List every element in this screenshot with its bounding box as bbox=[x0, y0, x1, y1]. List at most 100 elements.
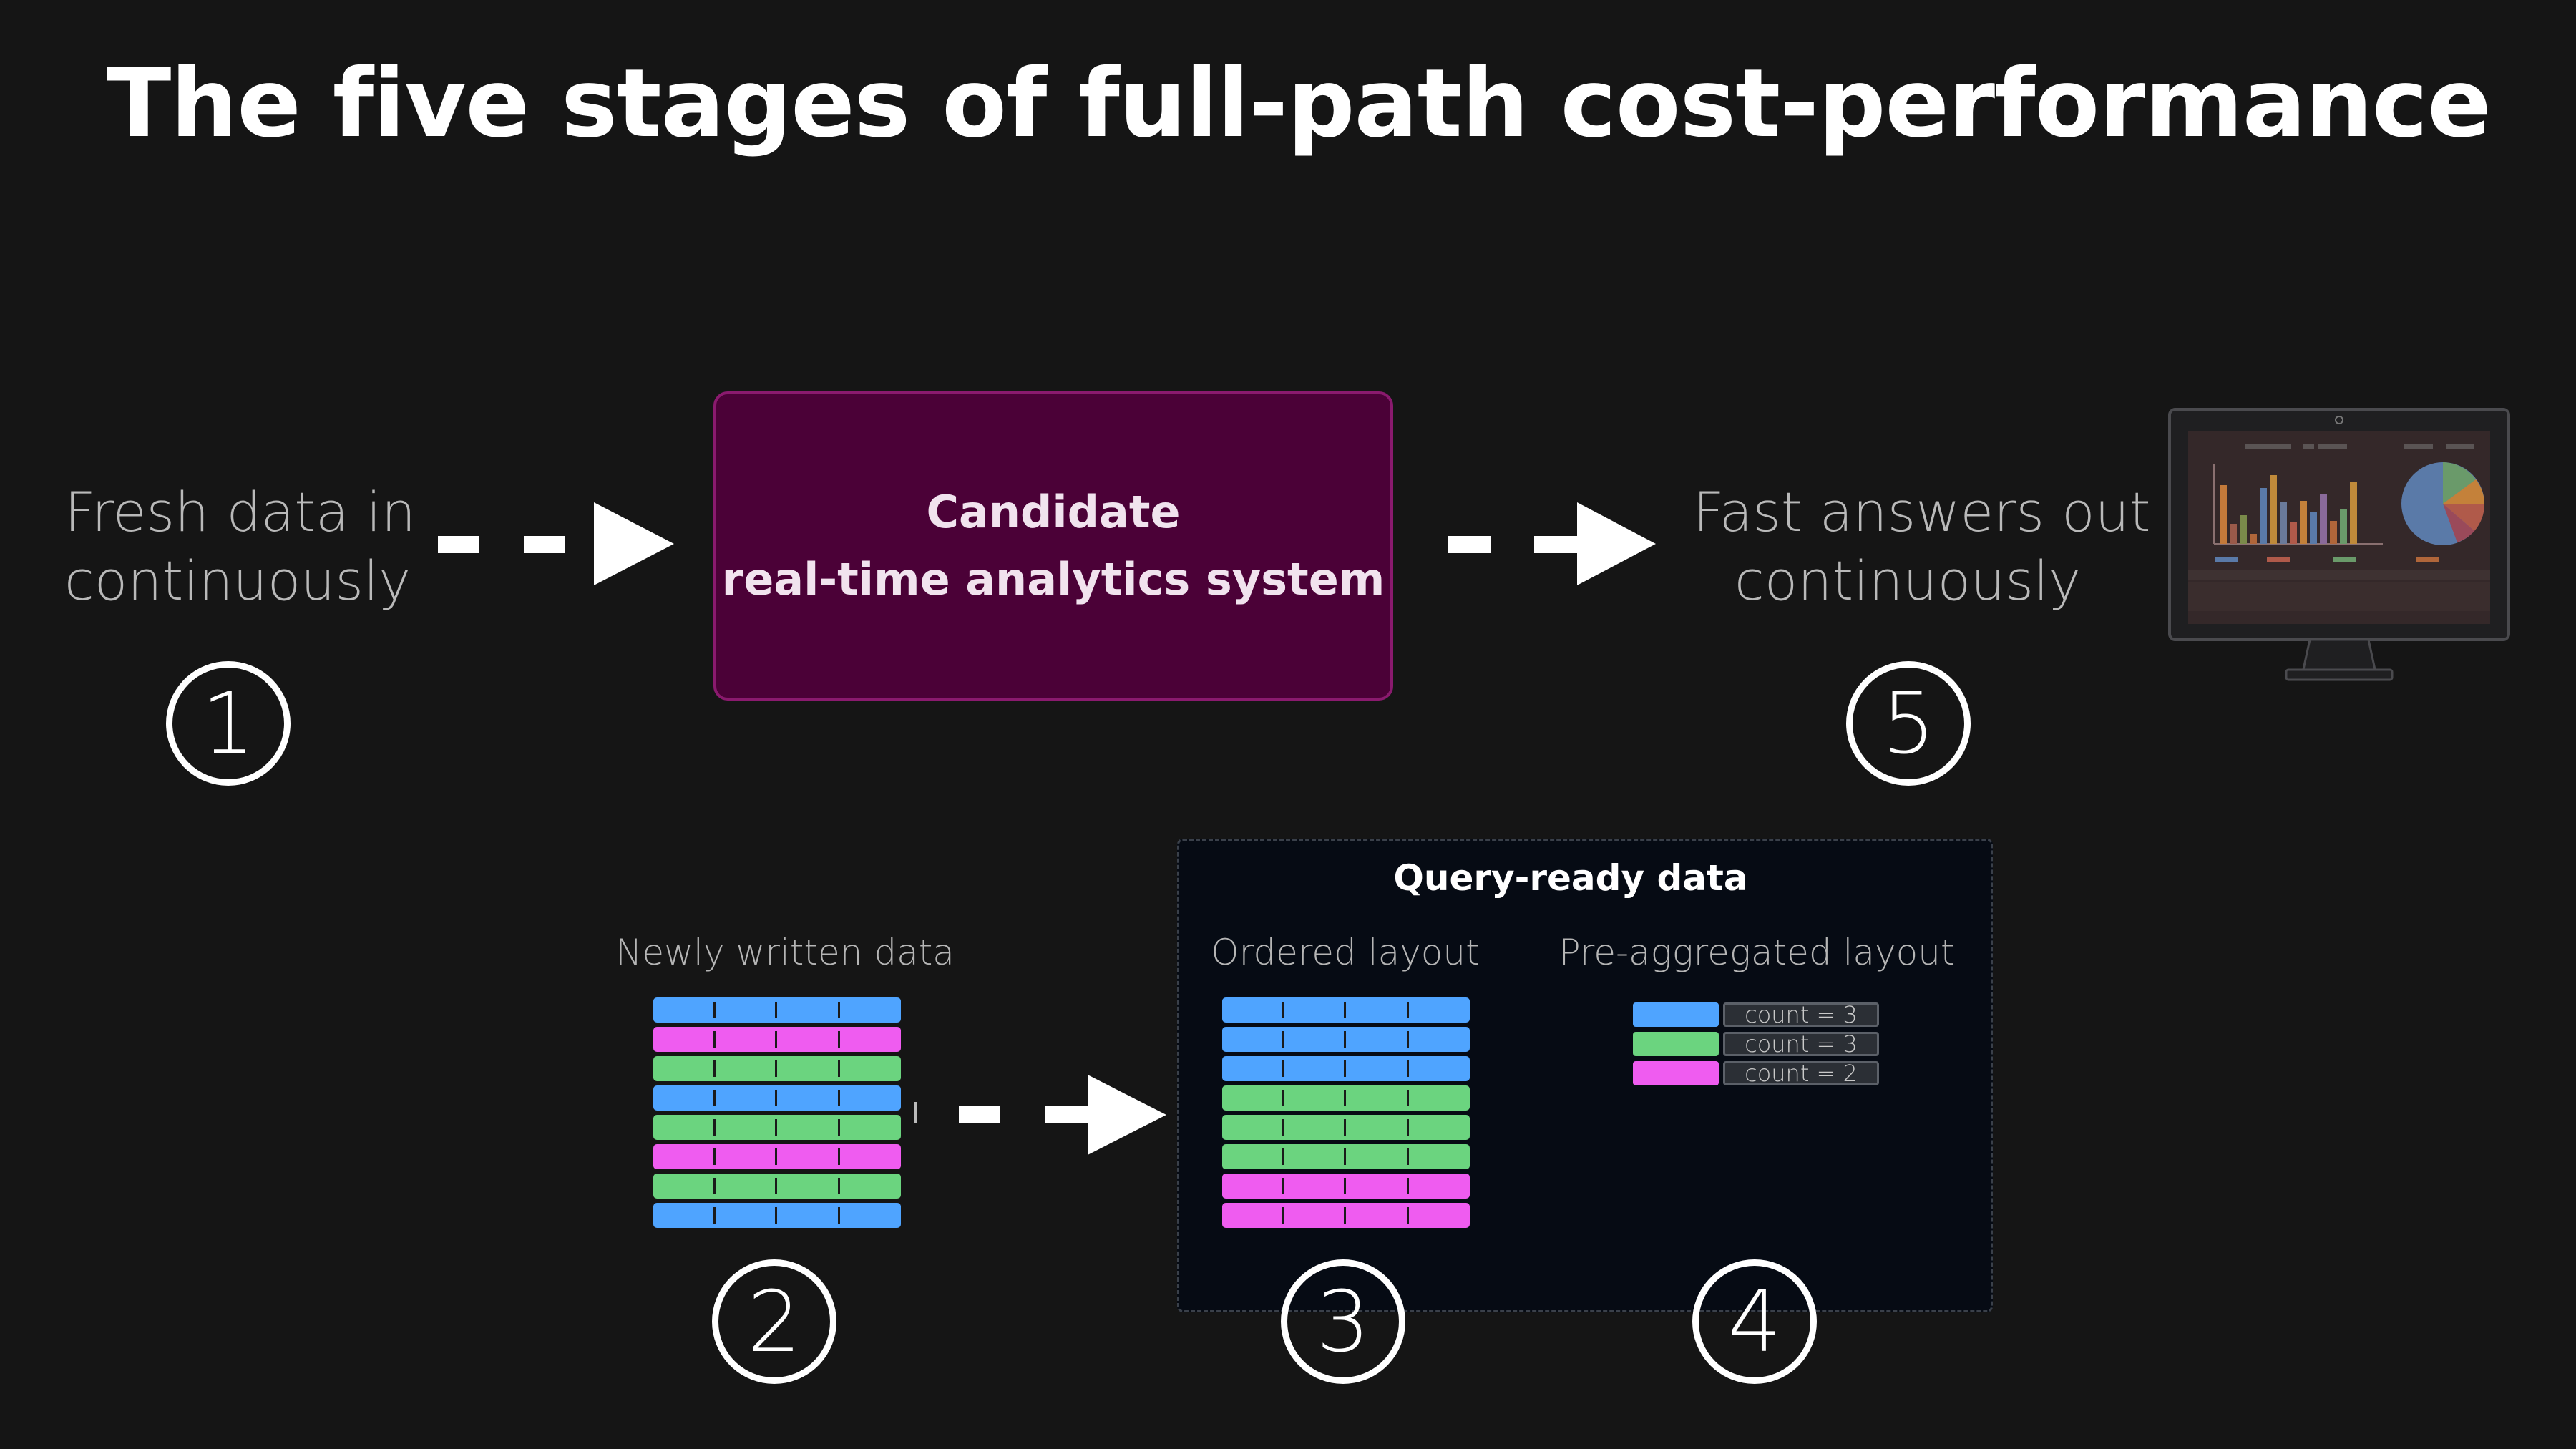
row-divider bbox=[1407, 1119, 1409, 1136]
stage2-label: Newly written data bbox=[615, 932, 955, 973]
data-row-green bbox=[1222, 1085, 1470, 1111]
row-divider bbox=[1344, 1207, 1346, 1224]
row-divider bbox=[1344, 1178, 1346, 1194]
system-line2: real-time analytics system bbox=[721, 553, 1385, 605]
data-row-magenta bbox=[653, 1144, 901, 1169]
row-divider bbox=[713, 1002, 716, 1018]
data-row-blue bbox=[1222, 1027, 1470, 1052]
row-divider bbox=[713, 1148, 716, 1165]
row-divider bbox=[713, 1207, 716, 1224]
row-divider bbox=[838, 1148, 840, 1165]
row-divider bbox=[1282, 1148, 1284, 1165]
stage1-text: Fresh data in continuously bbox=[64, 478, 416, 615]
aggregate-swatch-blue bbox=[1633, 1002, 1719, 1027]
row-divider bbox=[1282, 1119, 1284, 1136]
stage3-number: 3 bbox=[1281, 1259, 1405, 1384]
data-row-green bbox=[1222, 1115, 1470, 1140]
row-divider bbox=[713, 1031, 716, 1048]
data-row-blue bbox=[1222, 997, 1470, 1023]
aggregate-swatch-green bbox=[1633, 1032, 1719, 1056]
row-divider bbox=[713, 1060, 716, 1077]
stage1-line1: Fresh data in bbox=[64, 480, 416, 544]
row-divider bbox=[838, 1090, 840, 1106]
data-row-blue bbox=[653, 1085, 901, 1111]
row-divider bbox=[838, 1031, 840, 1048]
scroll-tick bbox=[914, 1102, 917, 1123]
row-divider bbox=[1407, 1060, 1409, 1077]
dashed-arrow-icon bbox=[959, 1075, 1166, 1155]
data-row-green bbox=[653, 1056, 901, 1081]
row-divider bbox=[713, 1090, 716, 1106]
dashboard-monitor-icon bbox=[2168, 408, 2510, 681]
row-divider bbox=[775, 1031, 777, 1048]
row-divider bbox=[1344, 1119, 1346, 1136]
data-row-blue bbox=[653, 997, 901, 1023]
dashed-arrow-icon bbox=[1448, 502, 1656, 585]
aggregate-count: count = 2 bbox=[1723, 1061, 1879, 1085]
stage5-text: Fast answers out continuously bbox=[1693, 478, 2151, 615]
row-divider bbox=[1282, 1178, 1284, 1194]
row-divider bbox=[1407, 1090, 1409, 1106]
preaggregated-layout-label: Pre-aggregated layout bbox=[1558, 932, 1955, 973]
data-row-green bbox=[653, 1174, 901, 1199]
data-row-magenta bbox=[1222, 1174, 1470, 1199]
aggregate-count: count = 3 bbox=[1723, 1032, 1879, 1056]
aggregate-row: count = 3 bbox=[1633, 1002, 1879, 1028]
row-divider bbox=[1407, 1207, 1409, 1224]
row-divider bbox=[1282, 1090, 1284, 1106]
data-row-green bbox=[653, 1115, 901, 1140]
row-divider bbox=[775, 1060, 777, 1077]
ordered-layout-label: Ordered layout bbox=[1211, 932, 1480, 973]
system-line1: Candidate bbox=[926, 486, 1181, 538]
row-divider bbox=[775, 1090, 777, 1106]
row-divider bbox=[1407, 1148, 1409, 1165]
row-divider bbox=[1407, 1178, 1409, 1194]
aggregate-row: count = 3 bbox=[1633, 1031, 1879, 1057]
page-title: The five stages of full-path cost-perfor… bbox=[107, 49, 2491, 159]
data-row-blue bbox=[653, 1203, 901, 1228]
row-divider bbox=[1407, 1002, 1409, 1018]
row-divider bbox=[1344, 1148, 1346, 1165]
aggregate-swatch-magenta bbox=[1633, 1061, 1719, 1085]
row-divider bbox=[1344, 1002, 1346, 1018]
row-divider bbox=[1282, 1031, 1284, 1048]
row-divider bbox=[838, 1178, 840, 1194]
row-divider bbox=[775, 1119, 777, 1136]
ordered-row-stack bbox=[1222, 997, 1470, 1228]
row-divider bbox=[775, 1178, 777, 1194]
row-divider bbox=[838, 1060, 840, 1077]
row-divider bbox=[775, 1207, 777, 1224]
row-divider bbox=[838, 1119, 840, 1136]
aggregate-row: count = 2 bbox=[1633, 1060, 1879, 1086]
data-row-magenta bbox=[1222, 1203, 1470, 1228]
aggregate-count: count = 3 bbox=[1723, 1002, 1879, 1027]
stage2-number: 2 bbox=[712, 1259, 836, 1384]
row-divider bbox=[838, 1207, 840, 1224]
row-divider bbox=[713, 1119, 716, 1136]
dashed-arrow-icon bbox=[438, 502, 674, 585]
row-divider bbox=[1344, 1031, 1346, 1048]
row-divider bbox=[838, 1002, 840, 1018]
stage5-line1: Fast answers out bbox=[1693, 480, 2151, 544]
row-divider bbox=[713, 1178, 716, 1194]
data-row-green bbox=[1222, 1144, 1470, 1169]
row-divider bbox=[1282, 1002, 1284, 1018]
realtime-analytics-system-box: Candidate real-time analytics system bbox=[713, 391, 1393, 701]
row-divider bbox=[1344, 1060, 1346, 1077]
stage1-number: 1 bbox=[166, 661, 291, 786]
stage1-line2: continuously bbox=[64, 549, 411, 613]
row-divider bbox=[775, 1002, 777, 1018]
row-divider bbox=[1344, 1090, 1346, 1106]
row-divider bbox=[1282, 1060, 1284, 1077]
data-row-magenta bbox=[653, 1027, 901, 1052]
stage5-line2: continuously bbox=[1734, 549, 2082, 613]
row-divider bbox=[1407, 1031, 1409, 1048]
row-divider bbox=[775, 1148, 777, 1165]
row-divider bbox=[1282, 1207, 1284, 1224]
preaggregated-stack: count = 3 count = 3 count = 2 bbox=[1633, 1002, 1879, 1090]
stage2-row-stack bbox=[653, 997, 901, 1228]
data-row-blue bbox=[1222, 1056, 1470, 1081]
stage5-number: 5 bbox=[1846, 661, 1971, 786]
stage4-number: 4 bbox=[1692, 1259, 1817, 1384]
query-ready-title: Query-ready data bbox=[1393, 857, 1748, 899]
